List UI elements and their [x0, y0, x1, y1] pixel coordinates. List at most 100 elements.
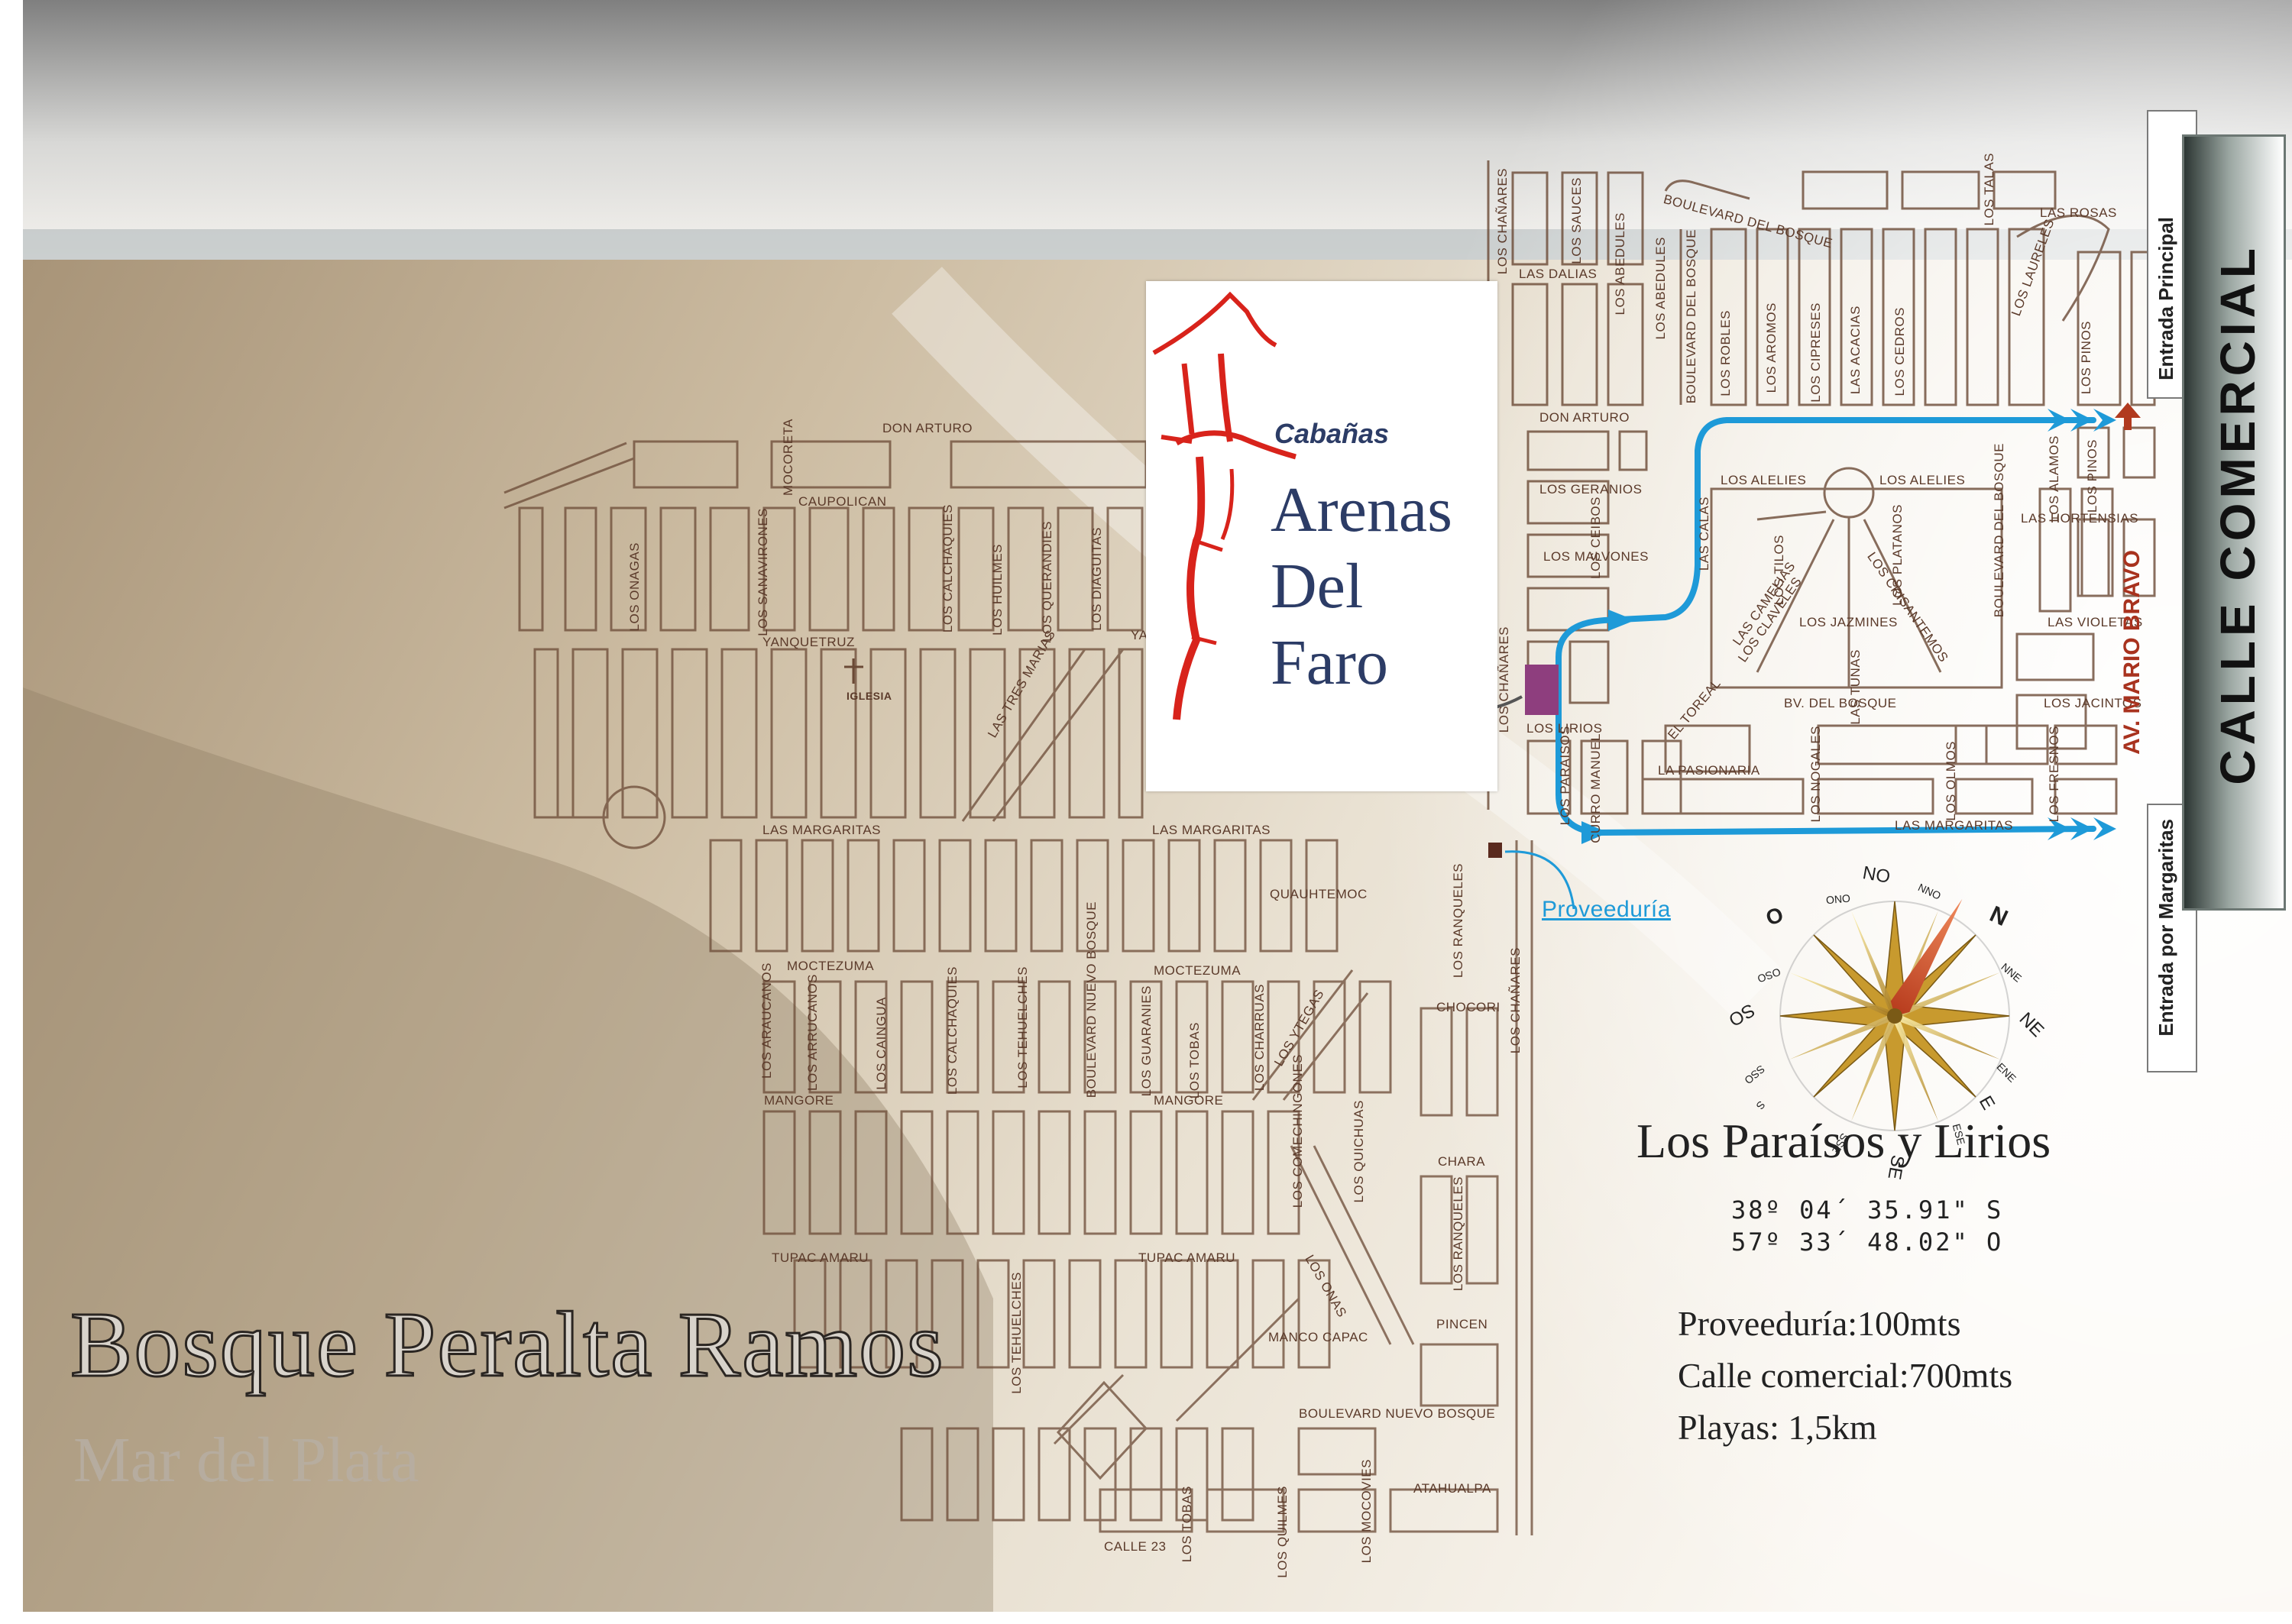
diagonal-north-west: [503, 442, 627, 494]
street-label-cedros: LOS CEDROS: [1892, 307, 1907, 396]
street-label-don-arturo: DON ARTURO: [882, 421, 973, 435]
street-label-quauhtemoc: QUAUHTEMOC: [1270, 887, 1368, 901]
rosas-loop: [2016, 214, 2110, 322]
entrance-main-label: Entrada Principal: [2154, 217, 2177, 380]
latitude-text: 38º 04´ 35.91" S: [1731, 1195, 2004, 1224]
street-label-chocori: CHOCORI: [1436, 1000, 1500, 1014]
route-arrow-icon: [2093, 817, 2116, 840]
block-row-5: [762, 980, 1499, 1117]
proveeduria-link[interactable]: Proveeduría: [1542, 897, 1671, 922]
street-label-jacintos: LOS JACINTOS: [2044, 696, 2142, 710]
street-label-malvones: LOS MALVONES: [1543, 549, 1649, 564]
circle-block-outer: [1710, 487, 2003, 689]
compass-label-no: NO: [1861, 862, 1892, 888]
beach-shadow: [23, 687, 993, 1624]
block-row-4: [709, 839, 1339, 953]
street-label-ranqueles-2: LOS RANQUELES: [1451, 1176, 1465, 1292]
street-label-ceibos: LOS CEIBOS: [1588, 497, 1603, 579]
street-label-aromos: LOS AROMOS: [1764, 302, 1779, 393]
street-label-blvd-nuevo-bosque-v: BOULEVARD NUEVO BOSQUE: [1084, 901, 1099, 1098]
street-label-acacias: LAS ACACIAS: [1848, 306, 1863, 395]
diagonal-south-mid: [1175, 1297, 1300, 1422]
street-label-calchaquies-north: LOS CALCHAQUIES: [940, 504, 955, 633]
commercial-street-label: CALLE COMERCIAL: [2210, 244, 2265, 785]
street-label-mangore-mid: MANGORE: [1154, 1093, 1224, 1108]
block-row-north: [633, 440, 1148, 489]
street-label-pinos-2: LOS PINOS: [2085, 439, 2099, 513]
street-label-cipreses: LOS CIPRESES: [1808, 302, 1823, 403]
block-row-2: [518, 506, 1144, 632]
proveeduria-pointer: [1504, 850, 1575, 910]
logo-line-1: Arenas: [1271, 474, 1452, 545]
street-label-rosas: LAS ROSAS: [2040, 205, 2117, 220]
logo-card: Cabañas Arenas Del Faro: [1146, 281, 1497, 791]
street-label-calas: LAS CALAS: [1697, 497, 1711, 571]
diagonal-onas: [1290, 1145, 1392, 1345]
street-label-pincen: PINCEN: [1436, 1317, 1488, 1331]
church-label: IGLESIA: [847, 690, 892, 702]
logo-line-3: Faro: [1271, 627, 1388, 698]
street-label-blvd-del-bosque-v2: BOULEVARD DEL BOSQUE: [1992, 443, 2006, 618]
street-label-yanquetruz-stub: YA: [1131, 628, 1148, 642]
street-label-nogales: LOS NOGALES: [1808, 726, 1823, 823]
street-label-olmos: LOS OLMOS: [1944, 741, 1958, 821]
street-label-mangore-west: MANGORE: [764, 1093, 834, 1108]
street-label-blvd-del-bosque-v1: BOULEVARD DEL BOSQUE: [1684, 229, 1698, 404]
bottom-margin: [23, 1612, 2292, 1624]
street-label-talas: LOS TALAS: [1982, 153, 1996, 226]
street-label-blvd-nuevo-bosque-h: BOULEVARD NUEVO BOSQUE: [1299, 1406, 1496, 1421]
street-label-tupac-amaru: TUPAC AMARU: [1138, 1250, 1236, 1265]
diagonal-ytegas: [1251, 969, 1354, 1101]
compass-label-ono: ONO: [1825, 891, 1851, 907]
street-label-platanos: LOS PLATANOS: [1890, 504, 1905, 606]
lighthouse-logo-icon: [1152, 291, 1297, 720]
commercial-street-panel[interactable]: CALLE COMERCIAL: [2182, 134, 2286, 911]
street-label-arrucanos: LOS ARRUCANOS: [805, 974, 820, 1091]
street-label-atahualpa: ATAHUALPA: [1413, 1481, 1491, 1496]
street-label-tehuelches-1: LOS TEHUELCHES: [1015, 966, 1030, 1089]
street-label-guaranies: LOS GUARANIES: [1139, 985, 1154, 1097]
street-label-araucanos: LOS ARAUCANOS: [759, 962, 774, 1079]
street-label-chanares-south: LOS CHAÑARES: [1508, 947, 1523, 1054]
distance-proveeduria: Proveeduría:100mts: [1678, 1304, 1961, 1343]
longitude-text: 57º 33´ 48.02" O: [1731, 1228, 2004, 1257]
street-label-diaguitas: LOS DIAGUITAS: [1089, 527, 1104, 631]
street-grid-north: [1487, 160, 2156, 815]
street-label-robles: LOS ROBLES: [1718, 310, 1733, 396]
street-label-mocoreta: MOCORETA: [781, 419, 795, 496]
route-arrow-icon: [2048, 409, 2070, 432]
block-row-7: [793, 1259, 1499, 1407]
diagonal-north-west-2: [503, 457, 635, 510]
street-label-geranios: LOS GERANIOS: [1539, 482, 1643, 497]
street-label-curro-manuel: CURRO MANUEL: [1588, 733, 1603, 843]
street-label-chara: CHARA: [1438, 1154, 1486, 1169]
street-label-calchaquies-south: LOS CALCHAQUIES: [945, 966, 960, 1095]
avenue-label: AV. MARIO BRAVO: [2119, 550, 2145, 755]
street-label-tunas: LAS TUNAS: [1848, 649, 1863, 725]
street-label-ranqueles-1: LOS RANQUELES: [1451, 863, 1465, 979]
street-label-don-arturo-east: DON ARTURO: [1539, 410, 1630, 425]
proveeduria-marker[interactable]: [1488, 843, 1502, 858]
route-line[interactable]: [1556, 417, 2096, 836]
street-label-bv-del-bosque: BV. DEL BOSQUE: [1784, 696, 1897, 710]
street-label-margaritas-west: LAS MARGARITAS: [762, 823, 881, 837]
route-path[interactable]: [1556, 417, 2096, 836]
street-label-comechingones: LOS COMECHINGONES: [1290, 1054, 1305, 1208]
logo-small-text: Cabañas: [1274, 418, 1390, 449]
street-label-lirios: LOS LIRIOS: [1526, 721, 1603, 736]
diagonal-ytegas-2: [1282, 992, 1369, 1101]
street-label-tupac-amaru-west: TUPAC AMARU: [772, 1250, 869, 1265]
diagonal-tres-marias: [961, 649, 1086, 822]
diagonal-south-west: [1053, 1373, 1125, 1445]
street-label-sanavirones: LOS SANAVIRONES: [756, 508, 770, 636]
street-grid-south: [503, 440, 1533, 1535]
church-cross-icon: [844, 658, 863, 684]
street-label-mocovies: LOS MOCOVIES: [1359, 1459, 1374, 1564]
destination-marker[interactable]: [1525, 665, 1559, 715]
street-label-charruas: LOS CHARRUAS: [1252, 984, 1267, 1092]
route-arrow-icon: [2070, 817, 2093, 840]
route-arrow-icon: [1581, 821, 1608, 844]
distance-calle-comercial: Calle comercial:700mts: [1678, 1356, 2013, 1395]
area-name: Bosque Peralta Ramos: [70, 1293, 945, 1396]
